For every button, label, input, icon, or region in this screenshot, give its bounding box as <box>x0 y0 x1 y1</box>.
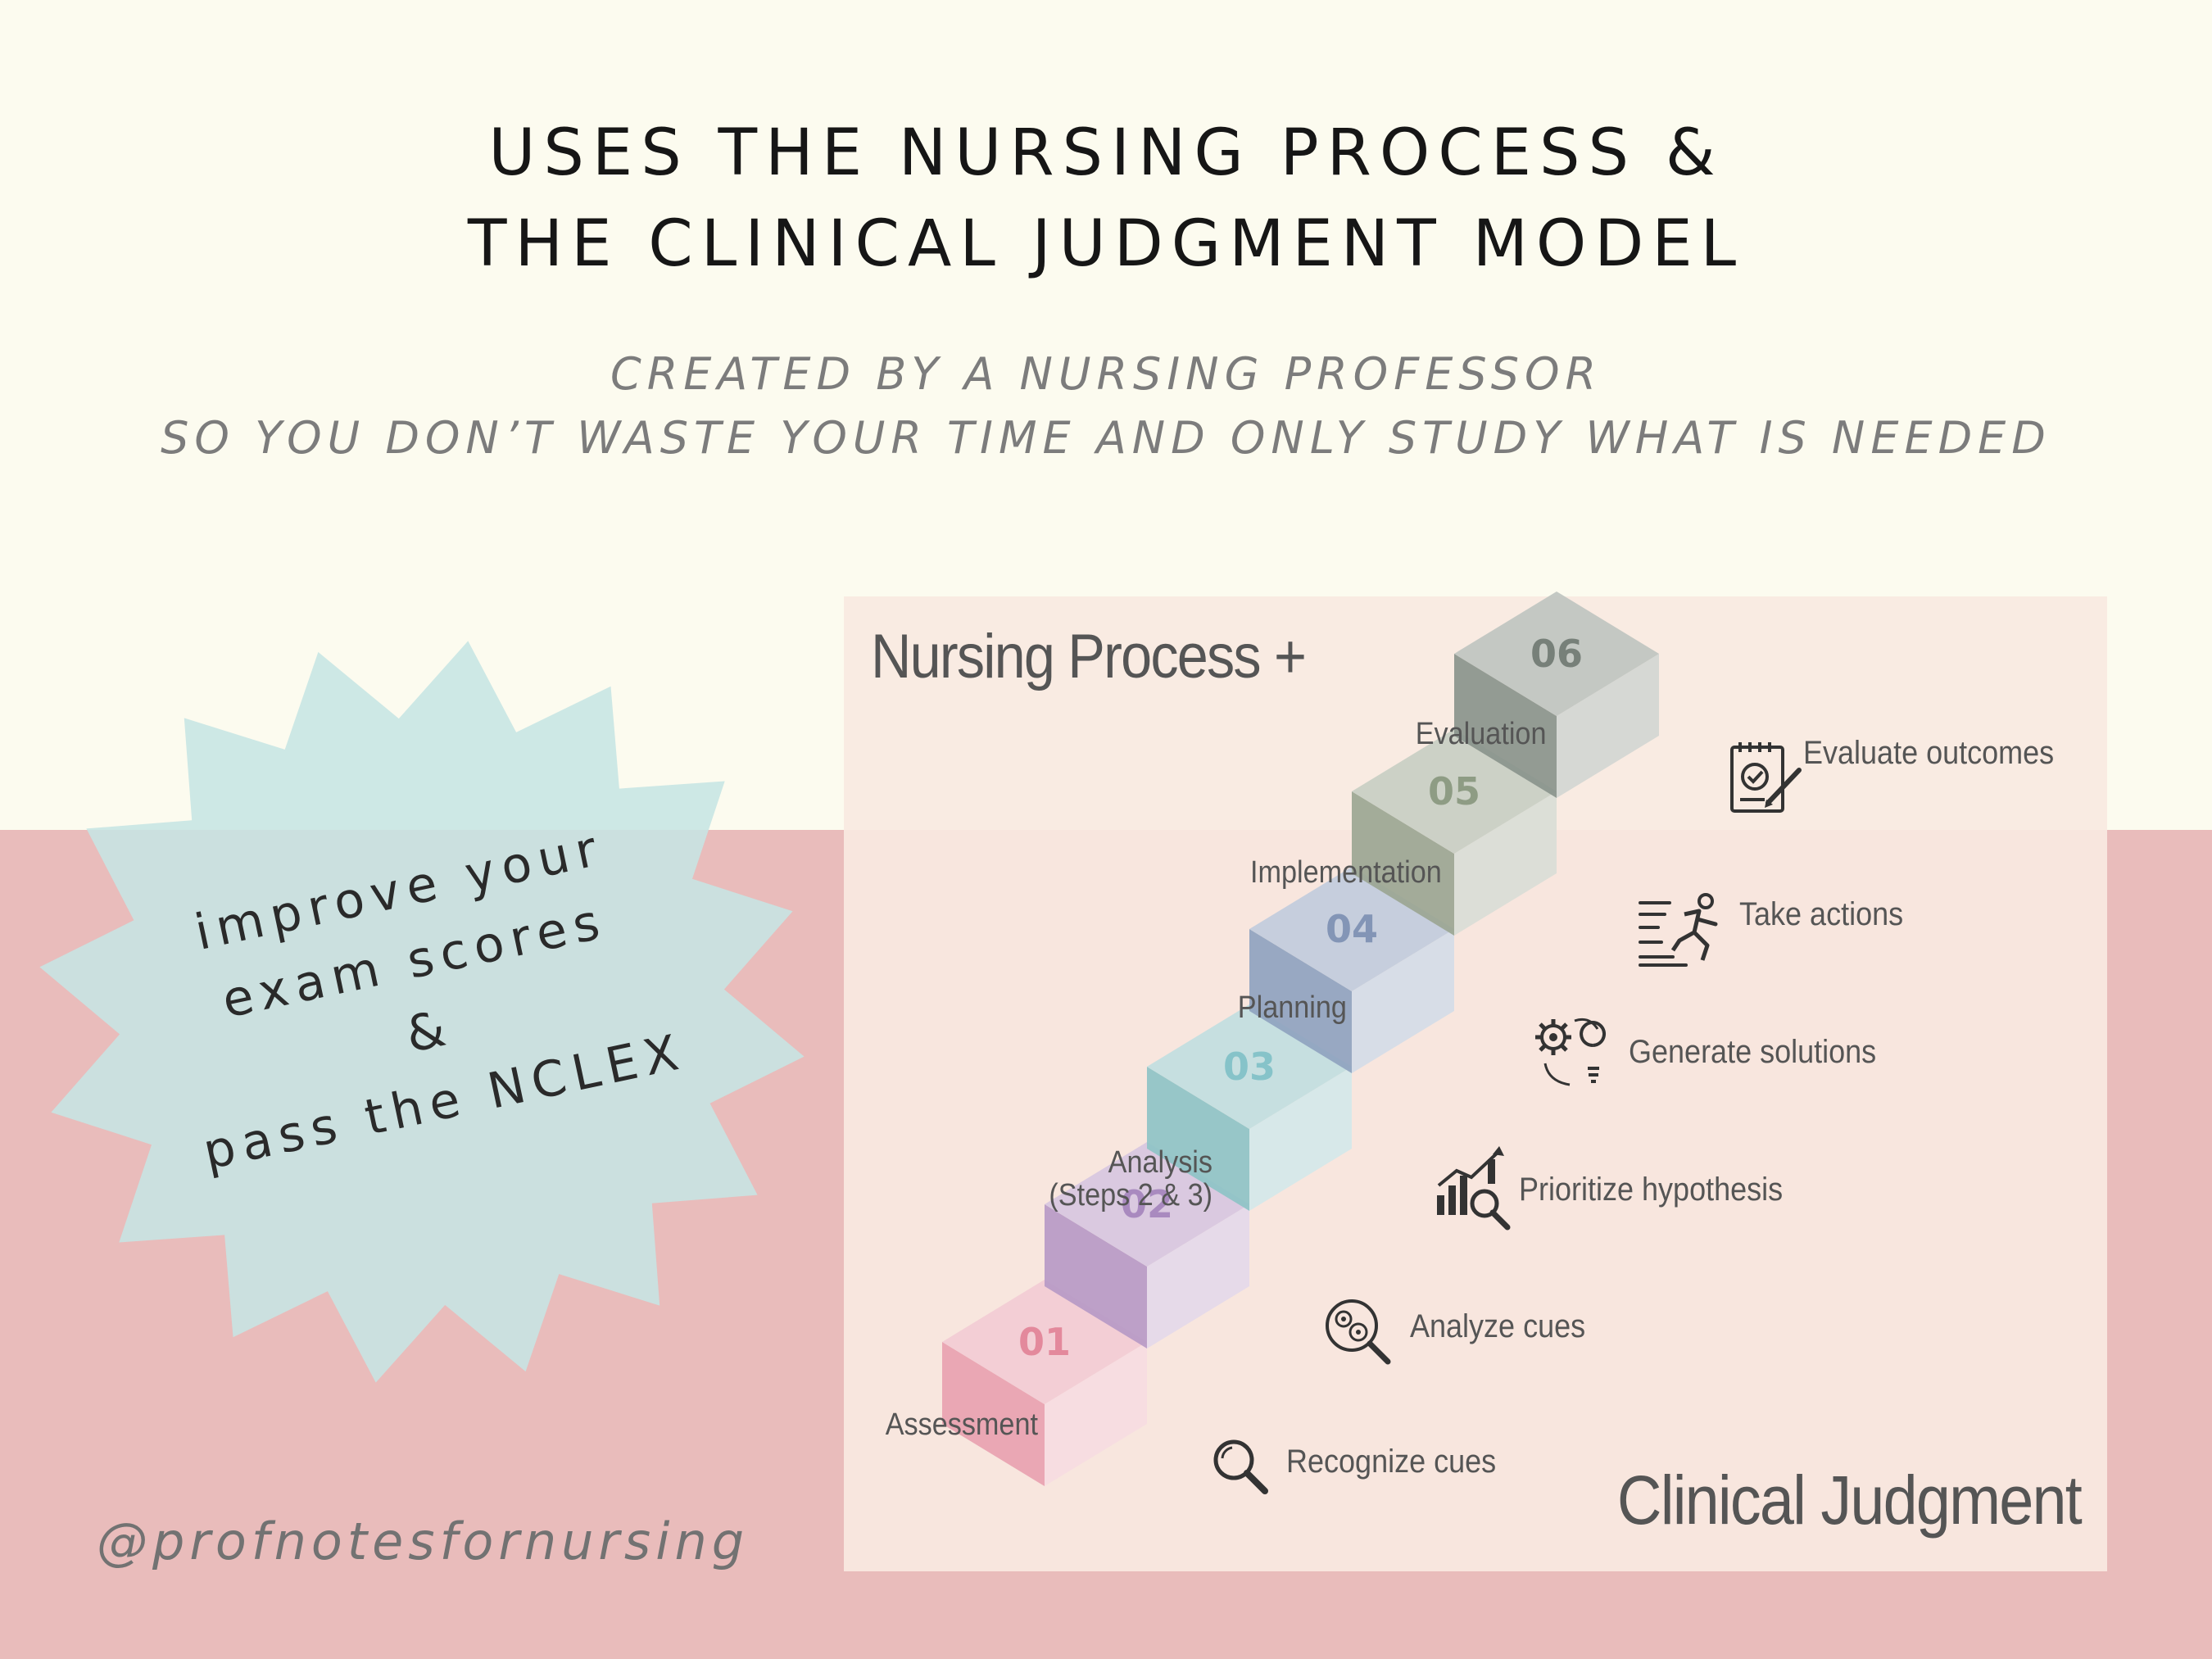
judgment-step-label-take-actions: Take actions <box>1739 896 1904 932</box>
stair-step-number: 03 <box>1223 1045 1276 1089</box>
magnifier-icon <box>1213 1439 1268 1494</box>
stair-face-front <box>1045 1204 1147 1349</box>
chart-search-icon <box>1437 1146 1511 1231</box>
stair-step-06: 06 <box>1454 592 1659 798</box>
stair-step-number: 05 <box>1428 769 1480 814</box>
judgment-step-label-generate-solutions: Generate solutions <box>1629 1034 1877 1070</box>
judgment-step-label-prioritize-hypothesis: Prioritize hypothesis <box>1519 1172 1784 1208</box>
stair-step-number: 04 <box>1326 907 1378 951</box>
stair-step-number: 06 <box>1530 632 1583 676</box>
clipboard-check-icon <box>1730 742 1802 813</box>
gears-search-icon <box>1326 1299 1391 1365</box>
nursing-step-label-analysis: Analysis (Steps 2 & 3) <box>1049 1145 1213 1213</box>
stair-face-side <box>1557 654 1659 798</box>
stair-face-front <box>1454 654 1557 798</box>
stair-step-number: 02 <box>1121 1182 1173 1226</box>
subheading-line-1: CREATED BY A NURSING PROFESSOR <box>610 348 1602 400</box>
stair-face-front <box>1147 1067 1249 1211</box>
gear-lightbulb-icon <box>1535 1018 1607 1086</box>
stair-face-top <box>1454 592 1659 716</box>
nursing-step-label-planning: Planning <box>1237 990 1347 1025</box>
stair-face-front <box>942 1342 1045 1486</box>
judgment-step-label-recognize-cues: Recognize cues <box>1286 1444 1497 1480</box>
judgment-step-label-analyze-cues: Analyze cues <box>1410 1308 1586 1344</box>
nursing-step-label-evaluation: Evaluation <box>1415 717 1546 751</box>
stair-step-number: 01 <box>1018 1320 1071 1364</box>
diagram-title-nursing-process: Nursing Process + <box>871 622 1307 691</box>
social-handle: @profnotesfornursing <box>97 1512 750 1571</box>
stair-face-side <box>1454 791 1557 936</box>
subheading-line-2: SO YOU DON’T WASTE YOUR TIME AND ONLY ST… <box>161 412 2051 464</box>
diagram-title-clinical-judgment: Clinical Judgment <box>1616 1462 2083 1539</box>
stair-face-side <box>1352 929 1454 1073</box>
heading-line-2: THE CLINICAL JUDGMENT MODEL <box>467 207 1745 281</box>
judgment-step-label-evaluate-outcomes: Evaluate outcomes <box>1803 735 2055 771</box>
heading-line-1: USES THE NURSING PROCESS & <box>488 116 1724 190</box>
stair-face-front <box>1249 929 1352 1073</box>
stair-face-side <box>1249 1067 1352 1211</box>
nursing-step-label-assessment: Assessment <box>885 1407 1038 1442</box>
running-person-icon <box>1639 893 1718 967</box>
stair-face-front <box>1352 791 1454 936</box>
stair-face-side <box>1147 1204 1249 1349</box>
nursing-step-label-implementation: Implementation <box>1250 855 1442 890</box>
stair-face-side <box>1045 1342 1147 1486</box>
